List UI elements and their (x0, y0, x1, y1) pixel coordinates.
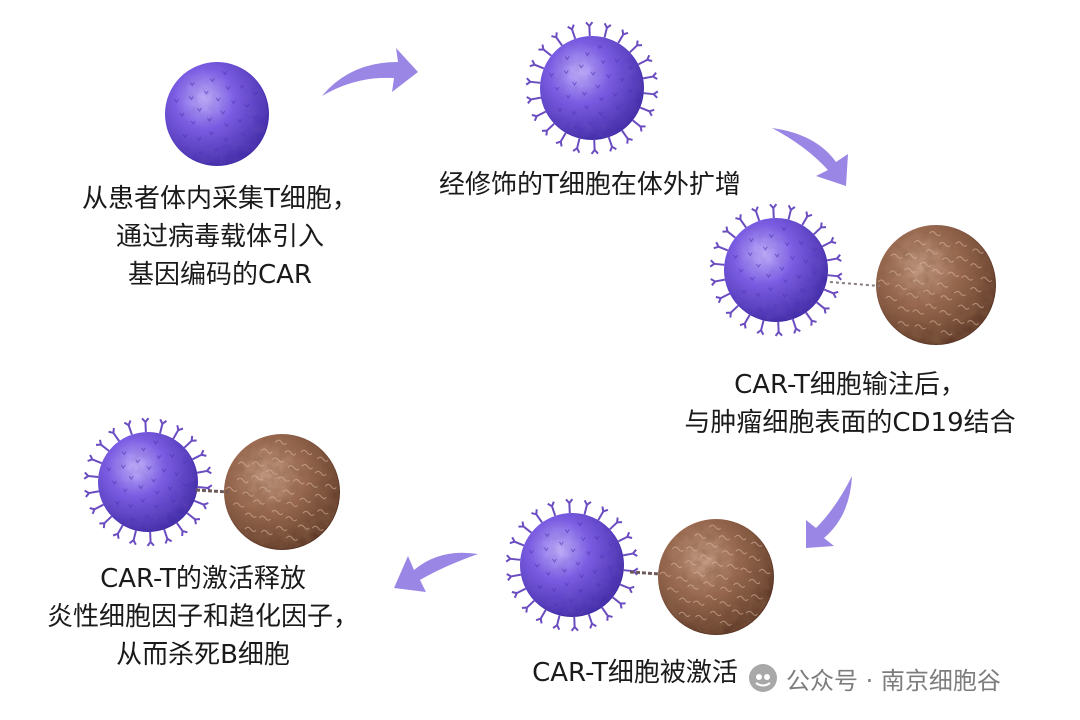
immune-synapse-step5 (629, 570, 661, 576)
step3-line2: 与肿瘤细胞表面的CD19结合 (684, 408, 1016, 438)
car-t-cell-killing (83, 417, 213, 547)
step2-line1: 经修饰的T细胞在体外扩增 (439, 170, 741, 200)
tumor-cell-binding (876, 225, 996, 345)
watermark-text: 公众号 · 南京细胞谷 (786, 666, 1001, 695)
wechat-logo-icon (749, 664, 777, 692)
step4-line3: 从而杀死B细胞 (116, 640, 290, 670)
tumor-cell-activated (658, 519, 774, 635)
step2-caption: 经修饰的T细胞在体外扩增 (395, 166, 785, 204)
step3-caption: CAR-T细胞输注后， 与肿瘤细胞表面的CD19结合 (640, 366, 1060, 442)
t-cell-modified (525, 21, 659, 155)
immune-synapse-step4 (195, 488, 229, 494)
step3-line1: CAR-T细胞输注后， (734, 370, 966, 400)
watermark: 公众号 · 南京细胞谷 (748, 658, 1001, 698)
t-cell-collected (165, 62, 269, 166)
step5-caption: CAR-T细胞被激活 (505, 654, 765, 692)
step1-caption: 从患者体内采集T细胞， 通过病毒载体引入 基因编码的CAR (40, 180, 400, 294)
step1-line3: 基因编码的CAR (127, 260, 312, 290)
step4-line1: CAR-T的激活释放 (100, 564, 306, 594)
arrow-step1-to-step2 (322, 48, 418, 96)
arrow-step3-to-step5 (806, 476, 852, 548)
step4-caption: CAR-T的激活释放 炎性细胞因子和趋化因子， 从而杀死B细胞 (18, 560, 388, 674)
step1-line2: 通过病毒载体引入 (115, 222, 324, 252)
step1-line1: 从患者体内采集T细胞， (82, 184, 358, 214)
step5-line1: CAR-T细胞被激活 (532, 658, 738, 688)
tumor-cell-killed (224, 434, 340, 550)
car-t-cell-binding (709, 203, 843, 337)
car-t-cell-activated (505, 498, 639, 632)
immune-synapse-step3 (829, 281, 881, 287)
step4-line2: 炎性细胞因子和趋化因子， (46, 602, 359, 632)
arrow-step2-to-step3 (772, 128, 848, 186)
arrow-step5-to-step4 (394, 552, 478, 592)
